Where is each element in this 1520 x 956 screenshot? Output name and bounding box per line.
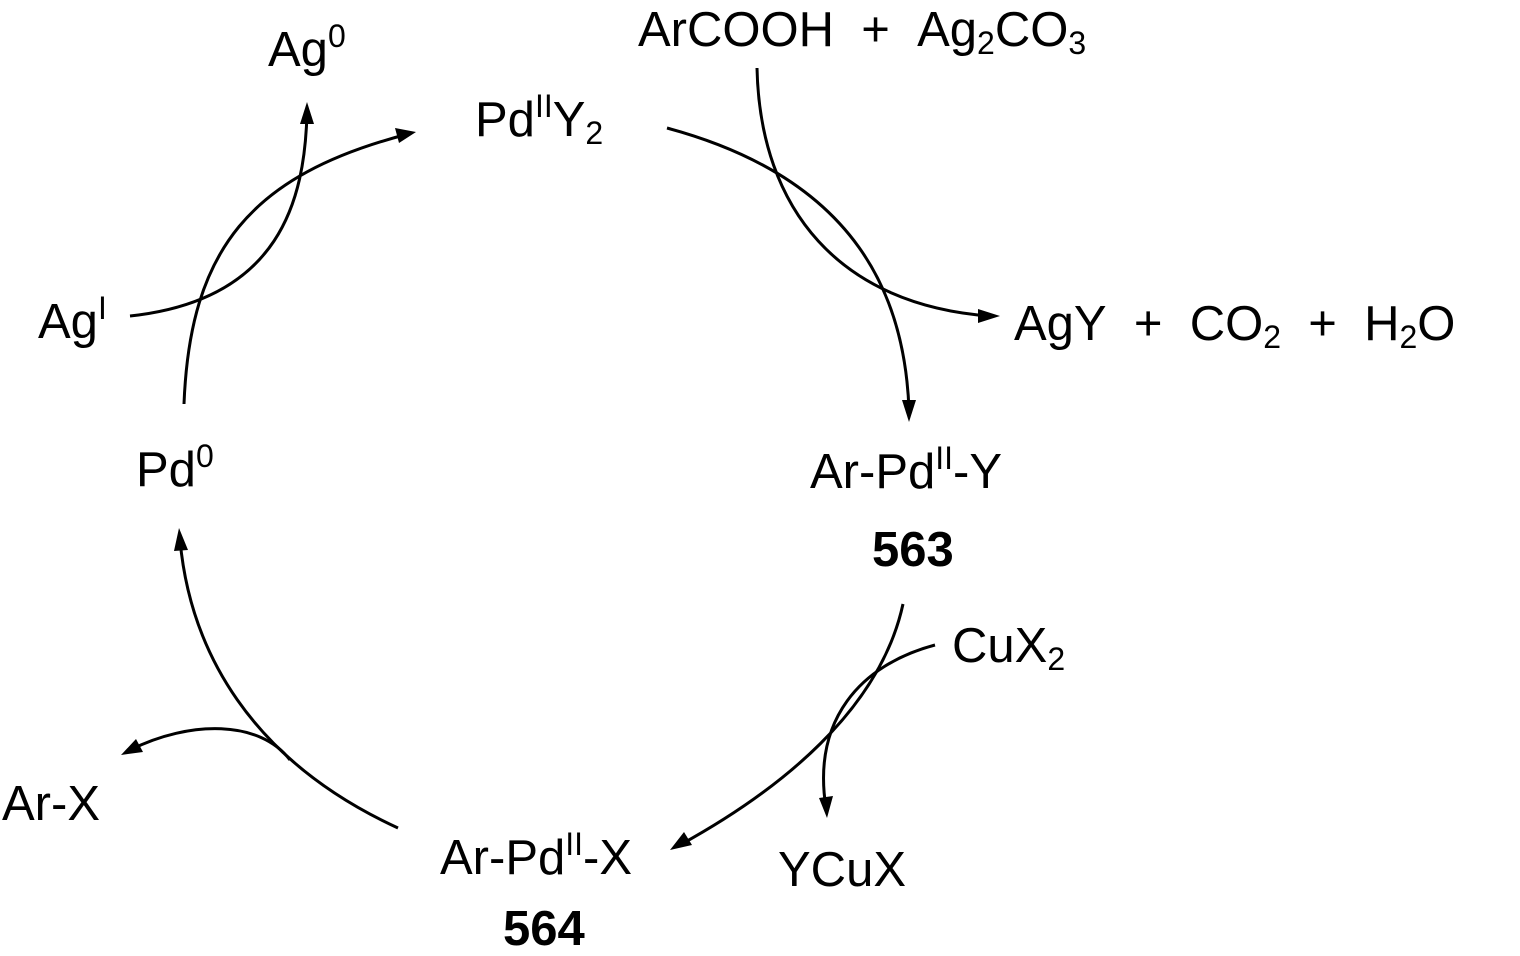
pdY2-subscript: 2 <box>585 115 604 151</box>
reagent-arcooh: ArCOOH <box>638 3 834 57</box>
byproduct-plus-2: + <box>1308 297 1337 351</box>
pd0-oxidation-state: 0 <box>195 438 214 474</box>
reagents-line: ArCOOH + Ag2CO3 <box>638 3 1086 60</box>
species-cux2: CuX2 <box>952 619 1065 676</box>
ag2co3-co: CO <box>994 3 1069 57</box>
arrow-arPdX-to-pd0 <box>178 539 399 830</box>
arPdY-post: -Y <box>953 445 1003 499</box>
arPdX-pre: Ar-Pd <box>440 831 566 885</box>
arrow-arPdY-to-arPdX <box>679 603 905 847</box>
arPdX-oxidation-state: II <box>565 826 584 862</box>
agI-oxidation-state: I <box>97 290 107 326</box>
arrow-reagents-to-byproducts-head <box>978 309 1000 323</box>
pd0-main: Pd <box>136 443 196 497</box>
byproduct-h2o-o: O <box>1417 297 1456 351</box>
ag2co3-ag: Ag <box>917 3 978 57</box>
ag0-oxidation-state: 0 <box>327 18 346 54</box>
byproduct-h2o-h: H <box>1364 297 1400 351</box>
arrow-to-arX-head <box>121 739 143 755</box>
arrow-reagents-to-byproducts <box>755 67 991 318</box>
byproduct-plus-1: + <box>1133 297 1163 351</box>
reagent-plus: + <box>861 3 890 57</box>
arrow-pd0-to-pdY2-head <box>395 128 416 143</box>
species-ar-pdII-x: Ar-PdII-X <box>440 828 633 885</box>
cux2-main: CuX <box>952 619 1048 673</box>
byproduct-agy: AgY <box>1014 297 1107 351</box>
arrow-agI-to-ag0 <box>129 111 309 318</box>
cux2-sub: 2 <box>1047 641 1066 677</box>
arrow-to-arX <box>129 727 292 761</box>
species-ar-x: Ar-X <box>2 777 100 831</box>
ag0-main: Ag <box>268 23 328 77</box>
pdY2-main: Pd <box>475 93 535 147</box>
compound-number-564: 564 <box>503 902 585 956</box>
species-agI: AgI <box>38 292 107 349</box>
arrow-pd0-to-pdY2 <box>182 132 409 405</box>
arPdX-post: -X <box>583 831 633 885</box>
byproducts-line: AgY + CO2 + H2O <box>1014 297 1456 354</box>
arrow-agI-to-ag0-head <box>300 102 314 124</box>
species-pd0: Pd0 <box>136 440 214 497</box>
arPdY-pre: Ar-Pd <box>810 445 936 499</box>
arrow-cux2-to-ycux <box>822 643 936 809</box>
arPdY-oxidation-state: II <box>935 440 954 476</box>
arrow-pdY2-to-arPdY-head <box>902 400 916 422</box>
arrow-cux2-to-ycux-head <box>819 796 833 818</box>
byproduct-co2-main: CO <box>1189 297 1264 351</box>
byproduct-co2-sub: 2 <box>1263 319 1282 355</box>
species-ag0: Ag0 <box>268 20 346 77</box>
agI-main: Ag <box>38 295 98 349</box>
ag2co3-sub-ag: 2 <box>977 25 995 61</box>
arrow-arPdY-to-arPdX-head <box>670 832 692 850</box>
species-pdII-y2: PdIIY2 <box>475 90 603 149</box>
species-ar-pdII-y: Ar-PdII-Y <box>810 442 1003 499</box>
compound-number-563: 563 <box>872 523 954 577</box>
pdY2-ligand: Y <box>552 93 586 147</box>
ag2co3-sub-co: 3 <box>1068 25 1087 61</box>
byproduct-h2o-sub: 2 <box>1399 319 1418 355</box>
pdY2-oxidation-state: II <box>534 88 553 124</box>
arrow-arPdX-to-pd0-head <box>174 528 188 551</box>
arrow-pdY2-to-arPdY <box>666 126 911 411</box>
species-ycux: YCuX <box>778 843 907 897</box>
